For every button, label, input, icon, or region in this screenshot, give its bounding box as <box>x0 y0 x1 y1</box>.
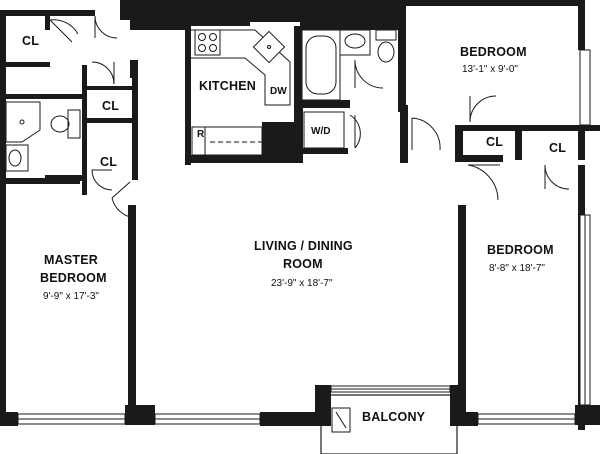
balcony <box>320 385 458 454</box>
master-bedroom-label-line1: MASTER <box>44 253 98 267</box>
doors <box>49 15 570 219</box>
walls <box>0 0 600 430</box>
closet-label-hall-lower: CL <box>100 155 117 169</box>
refrigerator-label: R <box>197 129 205 140</box>
master-bath-fixtures <box>5 101 81 172</box>
bedroom-right-dimensions: 8'-8" x 18'-7" <box>489 263 545 274</box>
bedroom-top-dimensions: 13'-1" x 9'-0" <box>462 64 518 75</box>
master-bedroom-label-line2: BEDROOM <box>40 271 107 285</box>
bath-fixtures <box>301 29 397 149</box>
closet-label-bedroom-right: CL <box>549 141 566 155</box>
living-dining-label-line2: ROOM <box>283 257 323 271</box>
windows <box>17 49 591 425</box>
closet-label-bedroom-top: CL <box>486 135 503 149</box>
washer-dryer-label: W/D <box>311 126 330 137</box>
bedroom-right-label: BEDROOM <box>487 243 554 257</box>
living-dining-label-line1: LIVING / DINING <box>254 239 353 253</box>
kitchen-fixtures <box>191 29 291 156</box>
bedroom-top-label: BEDROOM <box>460 45 527 59</box>
master-bedroom-dimensions: 9'-9" x 17'-3" <box>43 291 99 302</box>
kitchen-label: KITCHEN <box>199 79 256 93</box>
balcony-label: BALCONY <box>362 410 426 424</box>
closet-label-hall-upper: CL <box>102 99 119 113</box>
dishwasher-label: DW <box>270 86 287 97</box>
closet-label-top-left: CL <box>22 34 39 48</box>
living-dining-dimensions: 23'-9" x 18'-7" <box>271 278 333 289</box>
